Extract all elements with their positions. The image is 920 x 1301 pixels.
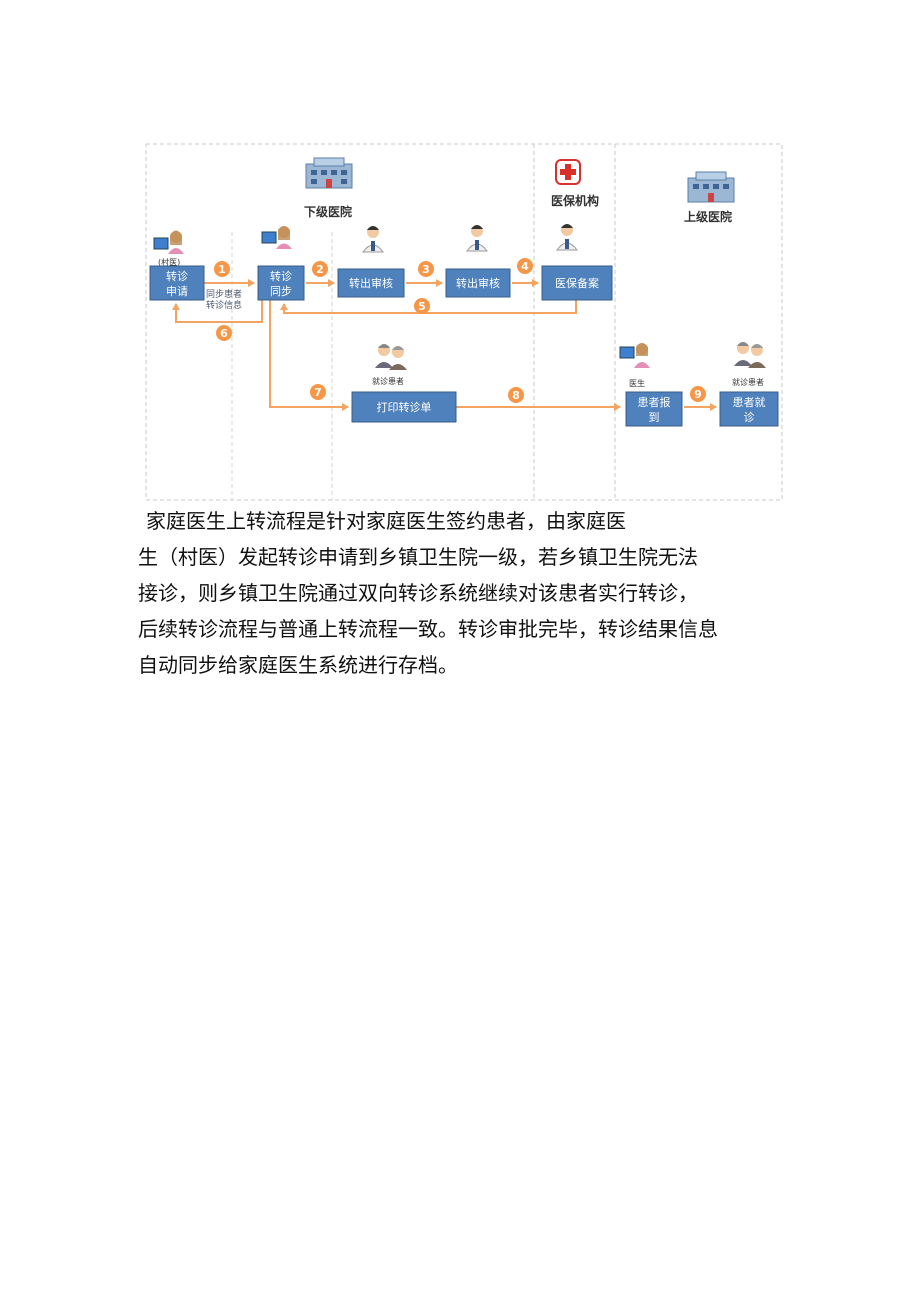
svg-text:转出审核: 转出审核 [349, 276, 393, 290]
svg-text:2: 2 [316, 263, 324, 276]
svg-text:4: 4 [521, 260, 529, 273]
referral-flow-diagram: 下级医院 医保机构 上级医院 (村医) [144, 142, 784, 502]
svg-text:打印转诊单: 打印转诊单 [377, 400, 432, 414]
svg-text:医保备案: 医保备案 [555, 276, 599, 290]
box-patient-visit: 患者就 诊 [719, 391, 779, 427]
svg-text:同步: 同步 [270, 285, 292, 298]
svg-text:到: 到 [649, 411, 660, 424]
patients-icon [734, 342, 766, 368]
actor-label-patient-lower: 就诊患者 [372, 376, 404, 386]
box-transfer-review-2: 转出审核 [445, 268, 511, 298]
box-transfer-review-1: 转出审核 [337, 268, 405, 298]
operator-icon [261, 226, 292, 249]
svg-text:8: 8 [512, 389, 520, 402]
actor-label-patient-upper: 就诊患者 [732, 377, 764, 387]
box-referral-apply: 转诊 申请 [149, 265, 205, 301]
svg-text:7: 7 [314, 386, 322, 399]
svg-text:转诊: 转诊 [270, 269, 292, 283]
step-badge-6: 6 [216, 325, 232, 341]
box-print-slip: 打印转诊单 [351, 391, 457, 423]
step-badge-4: 4 [517, 258, 533, 274]
svg-text:3: 3 [422, 263, 430, 276]
medical-cross-icon [555, 159, 581, 185]
arrow-step5 [280, 300, 577, 314]
zone-label-upper-hospital: 上级医院 [684, 209, 732, 224]
doctor-icon [466, 225, 488, 252]
step-badge-3: 3 [418, 261, 434, 277]
svg-text:患者报: 患者报 [638, 395, 671, 409]
zone-label-lower-hospital: 下级医院 [304, 204, 352, 219]
box-patient-checkin: 患者报 到 [625, 391, 683, 427]
svg-text:申请: 申请 [166, 285, 188, 298]
svg-text:6: 6 [220, 327, 228, 340]
step-badge-1: 1 [214, 261, 230, 277]
patients-icon [375, 344, 407, 370]
svg-text:诊: 诊 [744, 410, 755, 424]
arrow-step7 [269, 300, 349, 411]
paragraph-line: 生（村医）发起转诊申请到乡镇卫生院一级，若乡镇卫生院无法 [138, 545, 698, 569]
box-referral-sync: 转诊 同步 [257, 265, 305, 301]
hospital-building-icon [687, 171, 735, 203]
step-badge-9: 9 [690, 386, 706, 402]
svg-text:患者就: 患者就 [733, 395, 766, 409]
paragraph-line: 后续转诊流程与普通上转流程一致。转诊审批完毕，转诊结果信息 [138, 617, 718, 641]
svg-text:转出审核: 转出审核 [456, 276, 500, 290]
box-insurance-record: 医保备案 [541, 265, 613, 301]
svg-text:9: 9 [694, 388, 702, 401]
actor-label-village-doctor: (村医) [158, 257, 180, 267]
svg-text:1: 1 [218, 263, 226, 276]
paragraph-line: 接诊，则乡镇卫生院通过双向转诊系统继续对该患者实行转诊， [138, 581, 698, 605]
actor-label-doctor-upper: 医生 [629, 378, 645, 388]
paragraph-line: 家庭医生上转流程是针对家庭医生签约患者，由家庭医 [146, 509, 626, 533]
sync-note-line1: 同步患者 [206, 288, 242, 300]
doctor-icon [556, 224, 578, 251]
description-paragraph: 家庭医生上转流程是针对家庭医生签约患者，由家庭医 生（村医）发起转诊申请到乡镇卫… [138, 503, 798, 683]
arrow-step6 [172, 300, 263, 323]
diagram-frame [145, 143, 783, 501]
doctor-female-icon [619, 343, 650, 368]
step-badge-8: 8 [508, 387, 524, 403]
hospital-building-icon [305, 157, 353, 189]
sync-note-line2: 转诊信息 [206, 299, 242, 311]
paragraph-line: 自动同步给家庭医生系统进行存档。 [138, 653, 458, 677]
svg-text:转诊: 转诊 [166, 269, 188, 283]
step-badge-2: 2 [312, 261, 328, 277]
step-badge-7: 7 [310, 384, 326, 400]
svg-text:5: 5 [418, 300, 426, 313]
doctor-icon [362, 226, 384, 253]
village-doctor-icon [153, 230, 184, 254]
step-badge-5: 5 [414, 298, 430, 314]
zone-label-insurance: 医保机构 [551, 193, 599, 208]
